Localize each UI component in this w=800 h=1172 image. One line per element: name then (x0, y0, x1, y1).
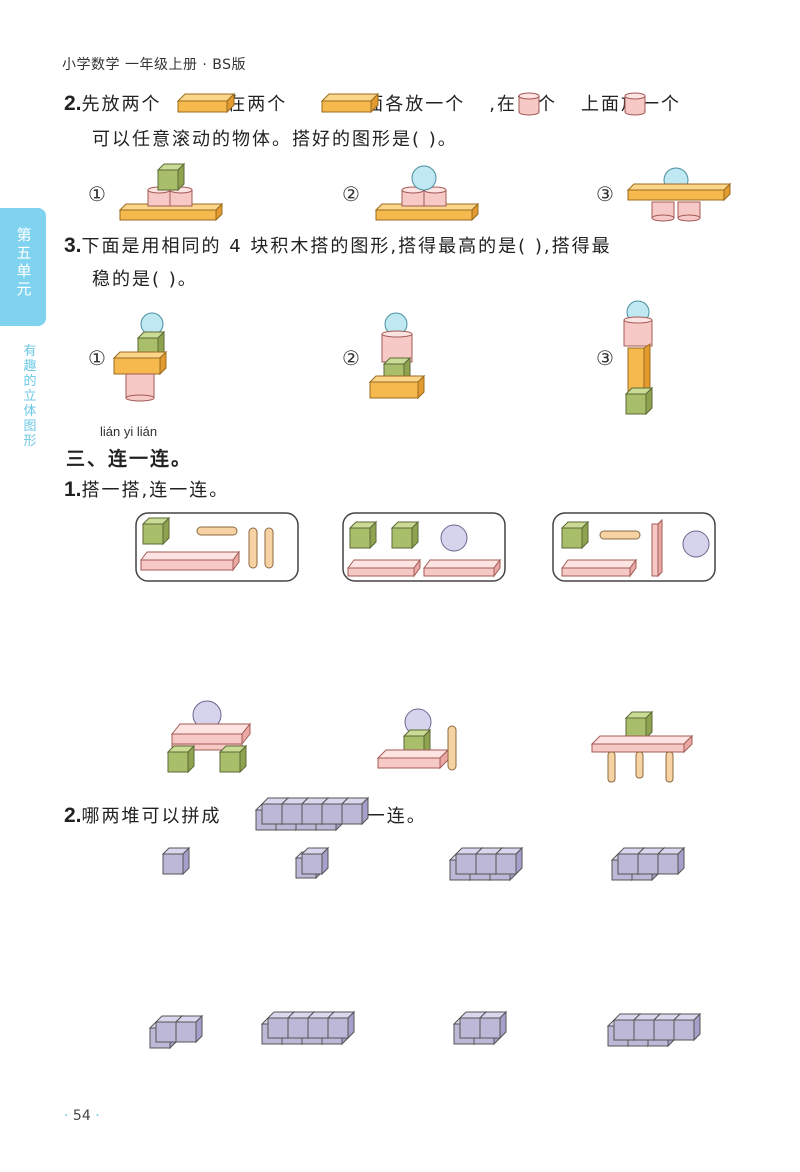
q3-figure-1 (112, 312, 168, 402)
q3-figure-2 (368, 312, 426, 400)
q2-figure-2 (374, 165, 480, 222)
block-set-3[interactable] (552, 512, 716, 582)
q3-figure-3 (623, 300, 653, 415)
block-set-2[interactable] (342, 512, 506, 582)
book-header: 小学数学 一年级上册 · BS版 (62, 57, 247, 73)
pile-bottom-3[interactable] (453, 1011, 510, 1046)
pink-cylinder-icon (624, 92, 646, 116)
q3-option-2[interactable]: ② (342, 346, 360, 370)
pile-top-2[interactable] (295, 847, 330, 880)
target-cube-shape (255, 797, 369, 831)
c1-title: 1.搭一搭,连一连。 (64, 478, 230, 501)
built-figure-1[interactable] (166, 698, 256, 774)
orange-plank-icon (176, 92, 236, 114)
built-figure-2[interactable] (376, 704, 462, 772)
q3-option-3[interactable]: ③ (596, 346, 614, 370)
orange-plank-icon (320, 92, 380, 114)
q2-line2: 可以任意滚动的物体。搭好的图形是( )。 (92, 129, 458, 150)
pile-top-3[interactable] (449, 847, 524, 882)
block-set-1[interactable] (135, 512, 299, 582)
pile-top-1[interactable] (162, 847, 193, 878)
c2-line: 2.哪两堆可以拼成? 连一连。 (64, 804, 427, 827)
q3-option-1[interactable]: ① (88, 346, 106, 370)
q2-figure-3 (626, 167, 732, 222)
q2-option-1[interactable]: ① (88, 182, 106, 206)
pile-bottom-1[interactable] (149, 1015, 206, 1050)
pile-bottom-2[interactable] (261, 1011, 356, 1046)
page-number: · 54 · (64, 1108, 100, 1124)
unit-label: 第五单元 (16, 226, 32, 298)
pink-cylinder-icon (518, 92, 540, 116)
q2-option-2[interactable]: ② (342, 182, 360, 206)
unit-topic: 有趣的立体图形 (23, 344, 37, 449)
section-title: 三、连一连。 (66, 448, 193, 470)
pile-top-4[interactable] (611, 847, 688, 882)
q3-line2: 稳的是( )。 (92, 269, 198, 290)
built-figure-3[interactable] (590, 708, 694, 784)
q2-option-3[interactable]: ③ (596, 182, 614, 206)
pile-bottom-4[interactable] (607, 1013, 702, 1048)
unit-side-tab (0, 208, 46, 326)
q2-figure-1 (118, 163, 224, 222)
q3-line1: 3.下面是用相同的 4 块积木搭的图形,搭得最高的是( ),搭得最 (64, 234, 612, 257)
section-pinyin: lián yi lián (100, 424, 158, 439)
